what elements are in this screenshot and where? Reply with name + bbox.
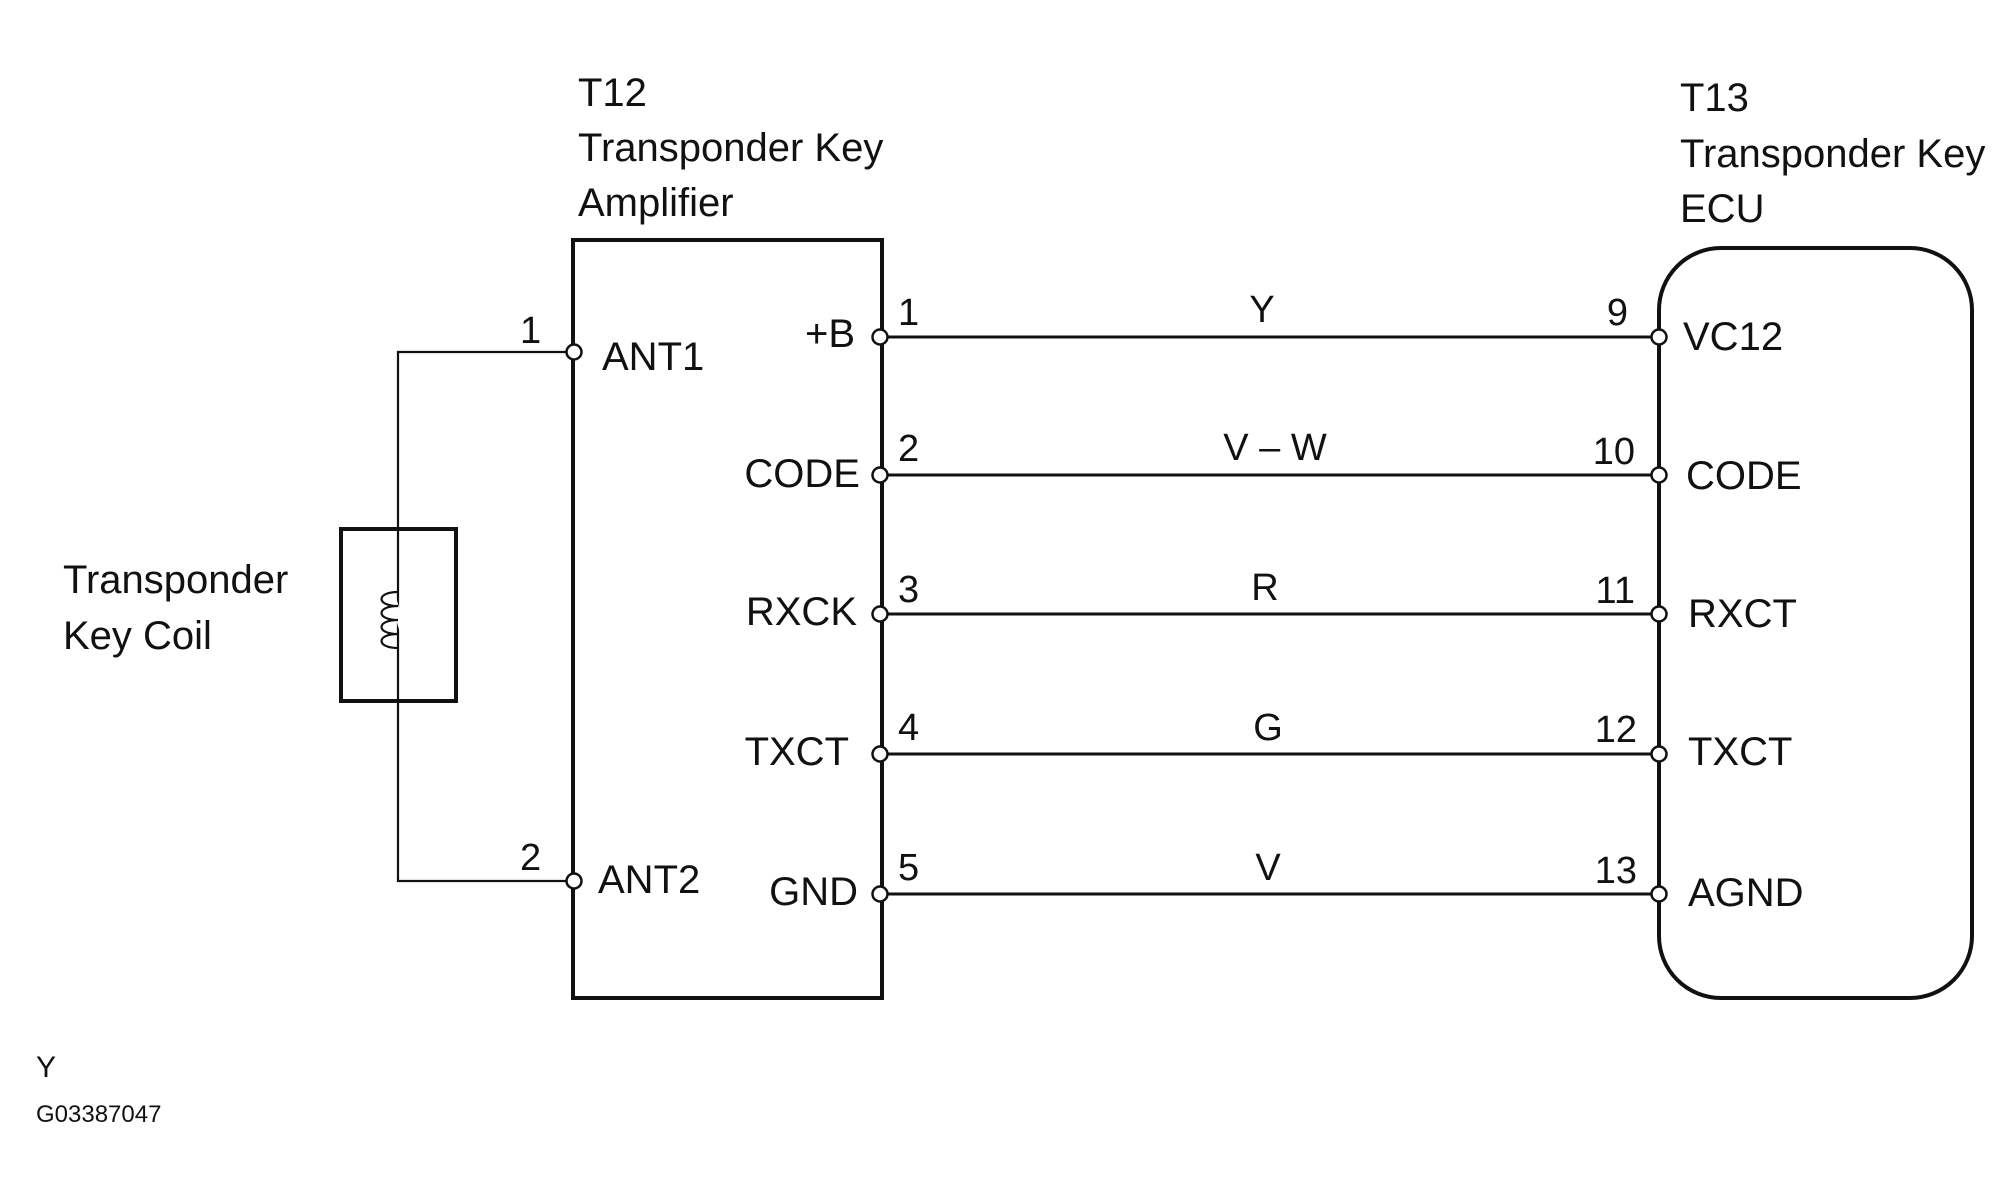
terminal-marker [871, 885, 889, 903]
terminal-marker [1650, 328, 1668, 346]
ecu-name-line1: Transponder Key [1680, 132, 1985, 176]
terminal-marker [1650, 605, 1668, 623]
amplifier-pin-b-name: +B [805, 312, 855, 356]
wire-harness: Y V – W R G V [885, 289, 1652, 896]
terminal-marker [871, 466, 889, 484]
ecu-pin-txct-name: TXCT [1688, 730, 1792, 774]
terminal-marker [1650, 885, 1668, 903]
amplifier-name-line2: Amplifier [578, 181, 734, 225]
amplifier-pin-ant1-name: ANT1 [602, 335, 704, 379]
amplifier-pin-5-number: 5 [898, 847, 919, 889]
amplifier-pin-2-number: 2 [898, 428, 919, 470]
ecu-pin-rxct-name: RXCT [1688, 592, 1797, 636]
amplifier-name-line1: Transponder Key [578, 126, 883, 170]
terminal-marker [565, 872, 583, 890]
ecu-id: T13 [1680, 76, 1749, 120]
terminal-marker [565, 343, 583, 361]
ecu-pin-12-number: 12 [1595, 709, 1637, 751]
ecu-component: T13 Transponder Key ECU 9 10 11 12 13 VC… [1593, 76, 1985, 1000]
coil-label-line1: Transponder [63, 558, 288, 602]
coil-lead-wire [396, 350, 566, 883]
coil-component: Transponder Key Coil [63, 343, 583, 890]
amplifier-id: T12 [578, 71, 647, 115]
figure-id: G03387047 [36, 1101, 161, 1128]
amplifier-pin-1-number: 1 [898, 292, 919, 334]
ecu-pin-11-number: 11 [1596, 570, 1635, 612]
ecu-name-line2: ECU [1680, 187, 1764, 231]
amplifier-pin-3-number: 3 [898, 569, 919, 611]
amplifier-pin-4-number: 4 [898, 707, 919, 749]
footer-code-letter: Y [36, 1051, 56, 1084]
amplifier-pin-gnd-name: GND [769, 870, 858, 914]
terminal-marker [1650, 466, 1668, 484]
wire-color-label: Y [1249, 289, 1274, 331]
wire-color-label: R [1251, 567, 1278, 609]
wire-color-label: V – W [1223, 427, 1327, 469]
amplifier-pin-ant2-name: ANT2 [598, 858, 700, 902]
amplifier-pin-ant1-number: 1 [520, 310, 541, 352]
ecu-pin-10-number: 10 [1593, 431, 1635, 473]
ecu-pin-9-number: 9 [1607, 292, 1628, 334]
terminal-marker [871, 605, 889, 623]
terminal-marker [871, 745, 889, 763]
ecu-box [1657, 246, 1974, 1000]
ecu-pin-code-name: CODE [1686, 454, 1802, 498]
ecu-pin-agnd-name: AGND [1688, 871, 1804, 915]
amplifier-component: T12 Transponder Key Amplifier 1 ANT1 2 A… [520, 71, 919, 1000]
coil-label-line2: Key Coil [63, 614, 212, 658]
wire-color-label: V [1255, 847, 1281, 889]
terminal-group [871, 328, 1668, 903]
amplifier-pin-code-name: CODE [744, 452, 860, 496]
ecu-pin-vc12-name: VC12 [1683, 315, 1783, 359]
amplifier-pin-ant2-number: 2 [520, 837, 541, 879]
wire-color-label: G [1253, 707, 1283, 749]
amplifier-pin-txct-name: TXCT [745, 730, 849, 774]
terminal-marker [1650, 745, 1668, 763]
amplifier-pin-rxck-name: RXCK [746, 590, 857, 634]
ecu-pin-13-number: 13 [1595, 850, 1637, 892]
coil-winding [380, 590, 399, 650]
terminal-marker [871, 328, 889, 346]
coil-icon [380, 586, 409, 650]
